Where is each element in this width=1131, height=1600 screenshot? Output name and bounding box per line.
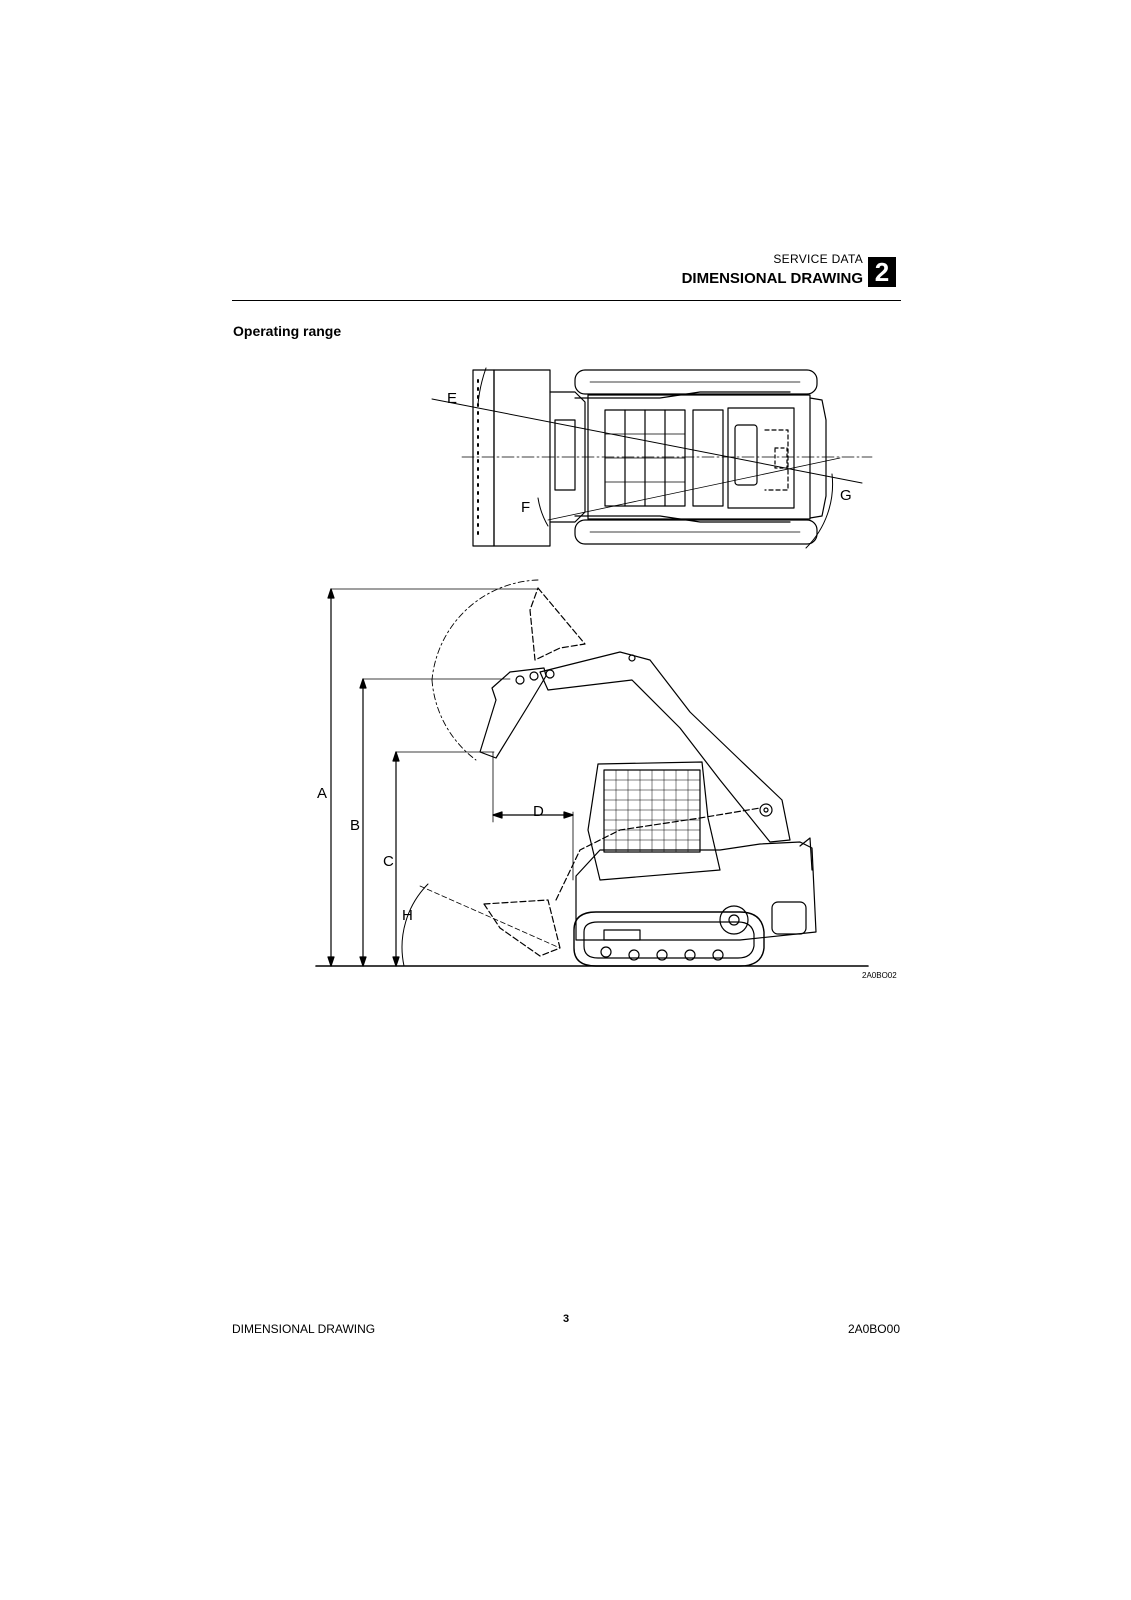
dim-label-e: E <box>447 390 457 407</box>
footer-page-number: 3 <box>563 1313 570 1325</box>
footer-chapter-name: DIMENSIONAL DRAWING <box>232 1322 376 1336</box>
dim-label-b: B <box>350 817 360 834</box>
header-section-name: SERVICE DATA <box>773 252 863 266</box>
dim-label-a: A <box>317 785 327 802</box>
chapter-number-badge: 2 <box>868 257 896 287</box>
header-chapter-title: DIMENSIONAL DRAWING <box>681 270 863 287</box>
dim-label-d: D <box>533 803 544 820</box>
header-divider <box>232 300 901 301</box>
section-title: Operating range <box>233 323 342 339</box>
dim-label-h: H <box>402 907 413 924</box>
side-view-drawing <box>315 579 869 967</box>
figure-code: 2A0BO02 <box>862 971 897 980</box>
dim-label-g: G <box>840 487 852 504</box>
footer-document-code: 2A0BO00 <box>847 1322 900 1336</box>
dim-label-c: C <box>383 853 394 870</box>
dim-label-f: F <box>521 499 530 516</box>
top-view-drawing <box>431 367 873 549</box>
